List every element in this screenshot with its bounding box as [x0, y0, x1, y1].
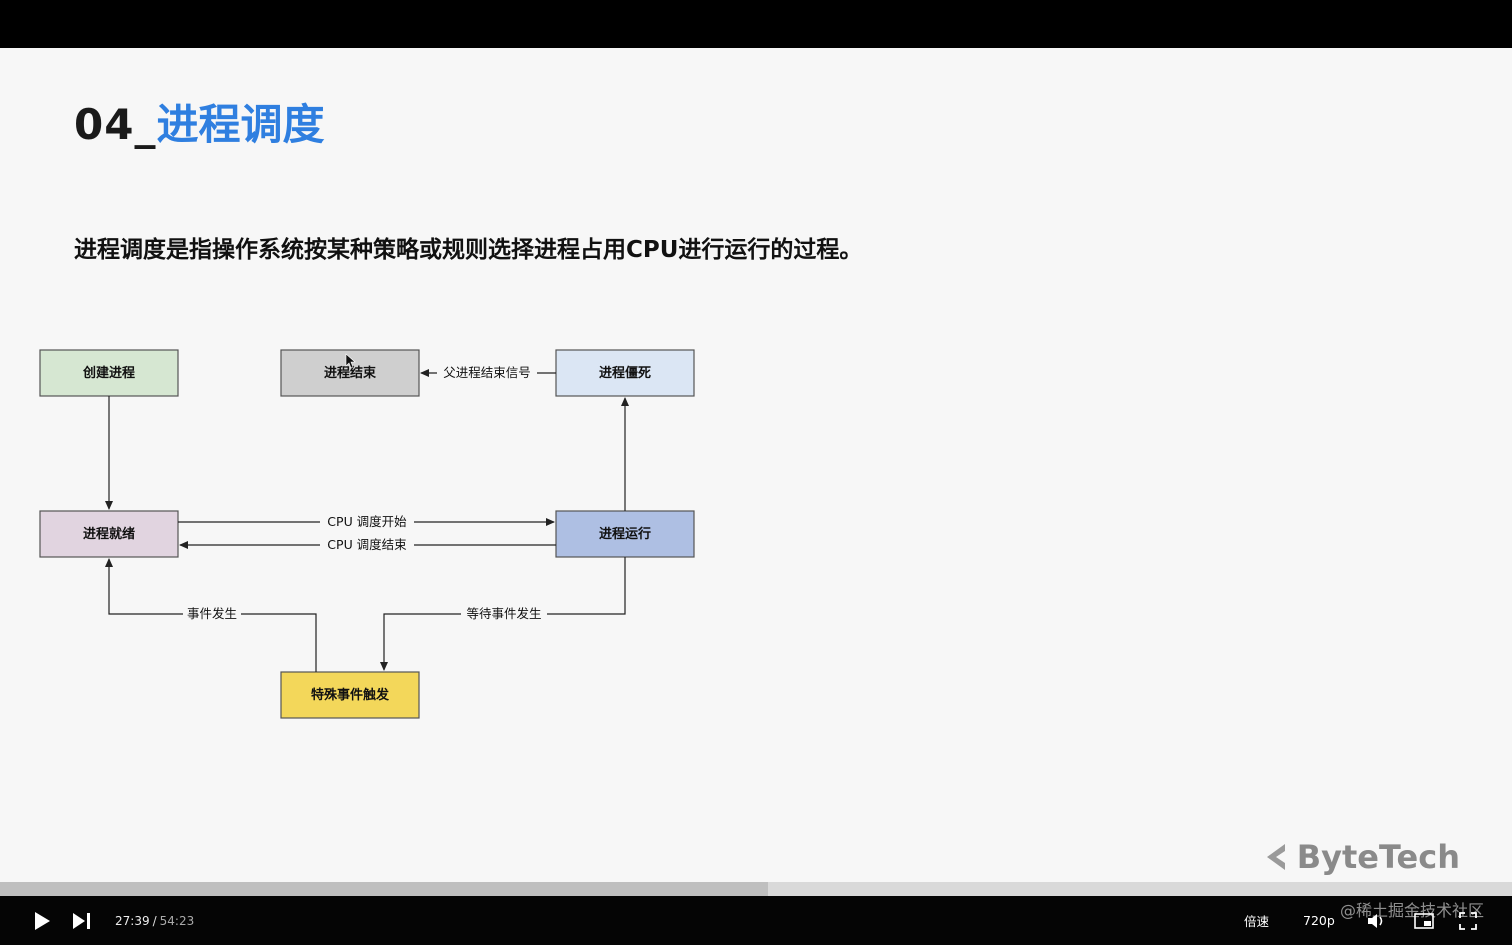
volume-icon[interactable]	[1364, 896, 1388, 945]
node-zombie-box	[555, 349, 695, 397]
fullscreen-icon[interactable]	[1456, 896, 1480, 945]
video-controls-bar: 27:39 / 54:23 倍速 720p	[0, 896, 1512, 945]
next-video-icon[interactable]	[68, 896, 96, 945]
node-process-zombie: 进程僵死	[555, 349, 695, 397]
edge-event-occur-label: 事件发生	[187, 606, 237, 621]
edge-wait-event-label: 等待事件发生	[466, 606, 541, 621]
edge-event-occur-bg	[183, 605, 241, 623]
node-process-ready: 进程就绪	[39, 510, 179, 558]
current-time: 27:39	[115, 913, 150, 928]
playback-time: 27:39 / 54:23	[115, 896, 194, 945]
bytetech-brand: ByteTech	[1263, 838, 1460, 876]
node-special-label: 特殊事件触发	[311, 687, 390, 703]
brand-name: ByteTech	[1296, 838, 1460, 876]
slide-subtitle: 进程调度是指操作系统按某种策略或规则选择进程占用CPU进行运行的过程。	[74, 237, 863, 263]
title-number: 04_	[74, 100, 157, 149]
node-create-box	[39, 349, 179, 397]
node-running-label: 进程运行	[599, 526, 651, 542]
node-special-event: 特殊事件触发	[280, 671, 420, 719]
video-progress-bar[interactable]	[0, 882, 1512, 896]
edge-cpu-start-bg	[320, 513, 414, 531]
node-ready-box	[39, 510, 179, 558]
edge-parent-signal-label: 父进程结束信号	[443, 365, 531, 380]
node-process-running: 进程运行	[555, 510, 695, 558]
bytetech-logo-icon	[1266, 844, 1285, 870]
playback-speed-button[interactable]: 倍速	[1244, 914, 1270, 929]
slide-frame: 04_进程调度 进程调度是指操作系统按某种策略或规则选择进程占用CPU进行运行的…	[0, 48, 1512, 882]
picture-in-picture-icon[interactable]	[1412, 896, 1436, 945]
node-special-box	[280, 671, 420, 719]
video-top-letterbox	[0, 0, 1512, 48]
video-progress-fill	[0, 882, 769, 896]
mouse-cursor-icon	[345, 353, 356, 369]
node-end-label: 进程结束	[324, 365, 377, 381]
edge-cpu-start-label: CPU 调度开始	[327, 514, 407, 529]
node-create-label: 创建进程	[82, 365, 135, 381]
title-text: 进程调度	[156, 100, 325, 149]
node-create-process: 创建进程	[39, 349, 179, 397]
edge-cpu-end-bg	[320, 536, 414, 554]
edge-cpu-end-label: CPU 调度结束	[327, 537, 407, 552]
duration-time: 54:23	[159, 913, 195, 928]
edge-parent-signal-bg	[437, 364, 537, 382]
node-zombie-label: 进程僵死	[599, 365, 651, 381]
time-separator: /	[152, 913, 157, 928]
edge-wait-event-bg	[461, 605, 547, 623]
process-state-diagram: 创建进程 进程结束 进程僵死 进程就绪 进程运行 特殊事件触发 父进程结束信号	[39, 349, 695, 719]
slide-title: 04_进程调度	[74, 100, 324, 150]
node-running-box	[555, 510, 695, 558]
play-icon[interactable]	[28, 896, 56, 945]
node-ready-label: 进程就绪	[83, 526, 135, 542]
site-watermark: @稀土掘金技术社区	[1339, 901, 1484, 920]
node-process-end: 进程结束	[280, 349, 420, 397]
quality-button[interactable]: 720p	[1303, 913, 1335, 928]
